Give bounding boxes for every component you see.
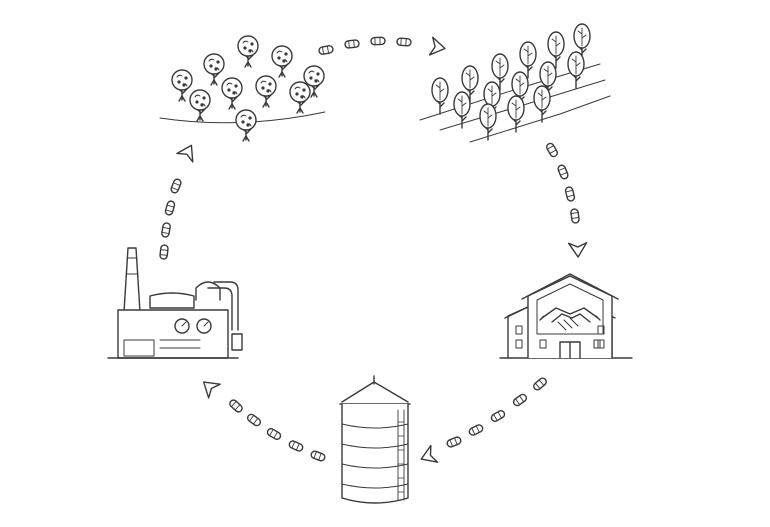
pellet-segment [445,435,463,449]
connector-plantation-to-building [544,141,588,259]
processing-factory-icon [107,247,243,359]
pellet-segment [265,426,283,442]
pellet-segment [158,243,170,261]
pellet-segment [160,221,172,239]
pellet-segment [169,177,183,195]
storage-silo-icon [339,375,411,504]
pellet-segment [245,412,263,428]
pellet-segment [531,376,549,392]
arrowhead-icon [417,444,439,469]
pellet-segment [556,163,570,181]
connector-building-to-silo [417,376,549,469]
pellet-segment [287,439,305,453]
tree-plantation-rows-icon [419,23,611,143]
handshake-building-icon [499,273,633,359]
pellet-segment [343,38,361,50]
pellet-segment [309,449,327,463]
arrowhead-icon [428,36,448,59]
pellet-segment [569,207,581,225]
pellet-segment [317,44,335,56]
pellet-segment [564,185,576,203]
pellet-segment [396,37,412,47]
arrowhead-icon [567,241,588,259]
pellet-segment [163,199,177,217]
orchard-trees-icon [159,35,326,142]
pellet-segment [511,392,529,408]
pellet-segment [544,141,560,159]
pellet-segment [467,422,485,438]
handshake-icon [539,307,601,331]
pellet-segment [227,397,245,415]
pellet-segment [370,36,386,46]
pellet-segment [489,408,507,424]
connector-orchard-to-plantation [317,36,448,59]
connector-factory-to-orchard [158,140,201,261]
connector-silo-to-factory [197,374,327,463]
arrowhead-icon [197,374,221,399]
arrowhead-icon [176,140,201,163]
